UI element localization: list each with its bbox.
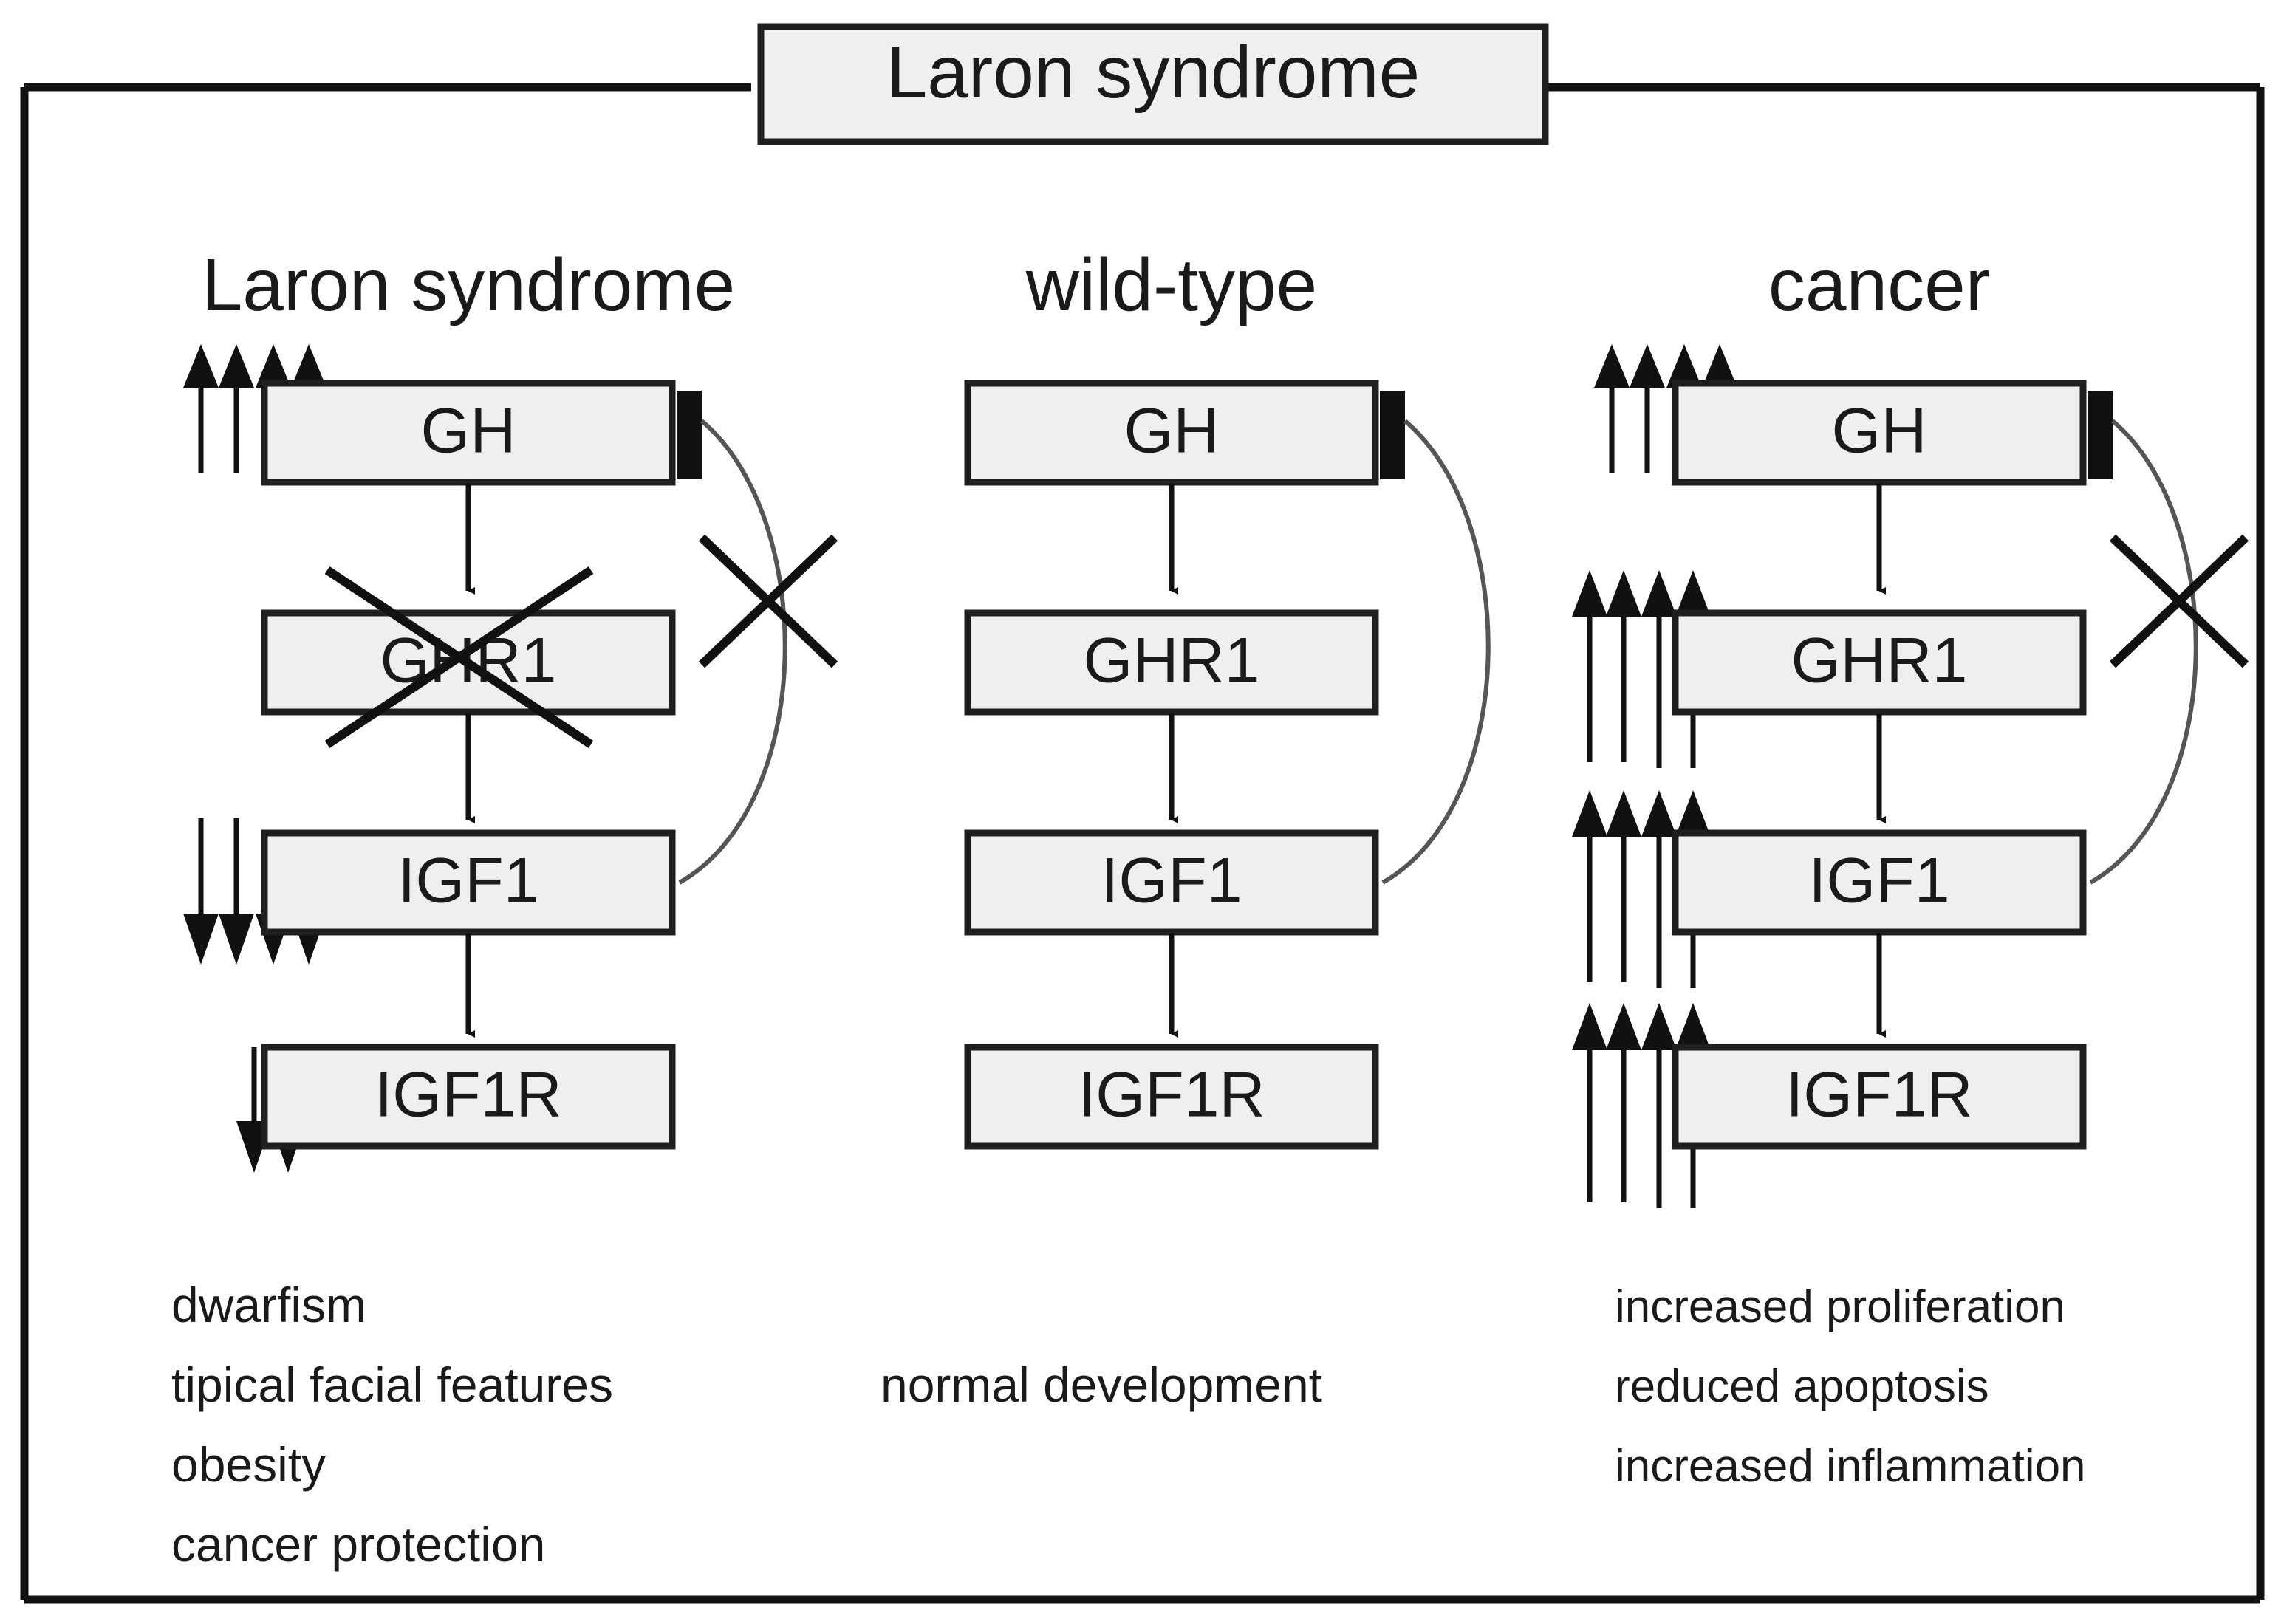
node-label-igf1r: IGF1R — [1078, 1060, 1265, 1131]
column-heading-wildtype: wild-type — [1025, 244, 1318, 326]
arrow-up-icon — [1572, 790, 1607, 982]
feedback-loop-wildtype — [1381, 419, 1491, 885]
node-igf1r-cancer: IGF1R — [1672, 1044, 2087, 1150]
node-ghr1-cancer: GHR1 — [1672, 609, 2087, 716]
node-label-igf1r: IGF1R — [375, 1060, 561, 1131]
arrow-down-icon — [183, 818, 219, 965]
node-label-igf1: IGF1 — [1101, 846, 1242, 917]
figure-title-box: Laron syndrome — [757, 23, 1549, 145]
node-igf1-cancer: IGF1 — [1672, 829, 2087, 936]
arrow-up-icon — [1641, 570, 1677, 768]
node-label-igf1: IGF1 — [1808, 846, 1949, 917]
arrow-down-icon — [219, 818, 254, 965]
feedback-loop-cancer — [2089, 419, 2249, 885]
node-gh-laron: GH — [261, 380, 702, 486]
node-ghr1-laron: GHR1 — [261, 566, 676, 749]
outcome-item: normal development — [881, 1357, 1322, 1412]
node-ghr1-wildtype: GHR1 — [964, 609, 1379, 716]
up-arrows-ghr1-cancer — [1572, 570, 1711, 768]
arrow-up-icon — [219, 344, 254, 473]
node-igf1r-wildtype: IGF1R — [964, 1044, 1379, 1150]
node-gh-wildtype: GH — [964, 380, 1405, 486]
node-igf1-wildtype: IGF1 — [964, 829, 1379, 936]
node-label-igf1: IGF1 — [397, 846, 538, 917]
outcome-item: increased inflammation — [1615, 1441, 2086, 1492]
blocked-x-icon — [698, 534, 838, 668]
outcome-item: dwarfism — [171, 1278, 366, 1332]
arrow-up-icon — [1606, 790, 1641, 982]
arrow-up-icon — [1594, 344, 1630, 473]
feedback-loop-laron — [678, 419, 838, 885]
node-label-ghr1: GHR1 — [1791, 626, 1968, 696]
node-label-gh: GH — [1832, 396, 1927, 467]
up-arrows-igf1-cancer — [1572, 790, 1711, 988]
outcome-item: obesity — [171, 1437, 326, 1492]
blocked-x-icon — [324, 566, 594, 749]
arrow-up-icon — [1606, 570, 1641, 762]
column-heading-cancer: cancer — [1768, 244, 1990, 326]
outcome-item: reduced apoptosis — [1615, 1361, 1989, 1412]
arrow-up-icon — [1641, 1003, 1677, 1208]
node-label-ghr1: GHR1 — [1084, 626, 1260, 696]
column-cancer: cancer GH — [1572, 244, 2249, 1492]
arrow-up-icon — [1572, 570, 1607, 762]
node-igf1r-laron: IGF1R — [261, 1044, 676, 1150]
receptor-bar-icon — [1380, 391, 1405, 479]
node-igf1-laron: IGF1 — [261, 829, 676, 936]
outcomes-wildtype: normal development — [881, 1357, 1322, 1412]
arrow-up-icon — [1641, 790, 1677, 988]
arrow-up-icon — [1572, 1003, 1607, 1202]
outcome-item: cancer protection — [171, 1517, 545, 1572]
node-label-gh: GH — [421, 396, 516, 467]
node-label-gh: GH — [1124, 396, 1220, 467]
blocked-x-icon — [2109, 534, 2249, 668]
figure-title: Laron syndrome — [886, 31, 1420, 114]
column-laron: Laron syndrome GH — [171, 244, 838, 1572]
arrow-up-icon — [1630, 344, 1665, 473]
column-wildtype: wild-type GH GHR1 IGF1 IGF1R — [881, 244, 1491, 1412]
node-gh-cancer: GH — [1672, 380, 2113, 486]
outcomes-cancer: increased proliferation reduced apoptosi… — [1615, 1281, 2086, 1492]
arrow-up-icon — [1606, 1003, 1641, 1202]
arrow-up-icon — [183, 344, 219, 473]
receptor-bar-icon — [2088, 391, 2113, 479]
receptor-bar-icon — [677, 391, 702, 479]
outcome-item: increased proliferation — [1615, 1281, 2065, 1332]
column-heading-laron: Laron syndrome — [202, 244, 736, 326]
node-label-igf1r: IGF1R — [1785, 1060, 1972, 1131]
outer-frame — [20, 83, 2265, 1604]
outcome-item: tipical facial features — [171, 1357, 613, 1412]
outcomes-laron: dwarfism tipical facial features obesity… — [171, 1278, 613, 1572]
